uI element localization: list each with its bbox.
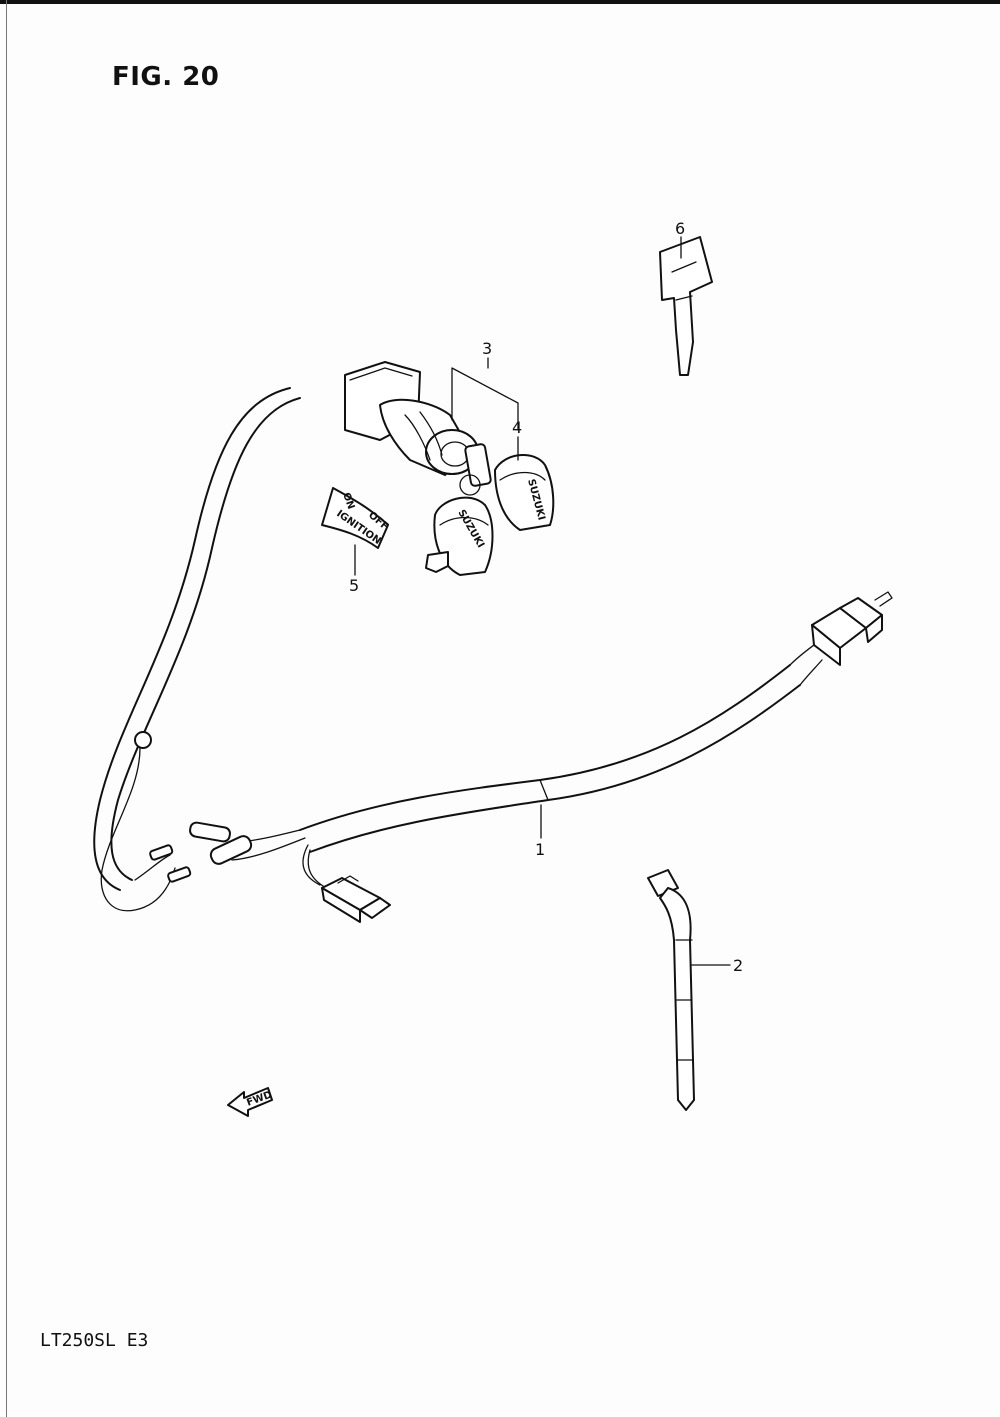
callout-number-1: 1: [535, 840, 545, 859]
callout-number-4: 4: [512, 418, 522, 437]
forward-arrow-icon: FWD: [227, 1087, 274, 1117]
callout-1: 1: [535, 804, 545, 859]
key-set: SUZUKI SUZUKI: [425, 453, 555, 576]
harness-coupler-left: [321, 875, 391, 923]
plate-on-text: ON: [340, 491, 356, 511]
bullet-connector-1: [189, 821, 231, 843]
callout-3: 3: [451, 339, 519, 431]
callout-5: 5: [349, 544, 359, 595]
blank-key: [659, 236, 713, 376]
callout-4: 4: [512, 418, 522, 461]
model-label: LT250SL E3: [40, 1330, 149, 1351]
ignition-plate: ON OFF IGNITION: [321, 487, 390, 549]
callout-2: 2: [691, 956, 743, 975]
figure-title: FIG. 20: [112, 62, 220, 92]
cable-tie: [647, 869, 695, 1111]
top-border: [0, 0, 1000, 4]
callout-number-2: 2: [733, 956, 743, 975]
callout-number-3: 3: [482, 339, 492, 358]
harness-coupler-right: [811, 591, 893, 666]
callout-number-6: 6: [675, 219, 685, 238]
ignition-switch-assy: [344, 361, 492, 487]
wiring-harness: [93, 387, 893, 923]
callout-number-5: 5: [349, 576, 359, 595]
left-border: [6, 0, 7, 1417]
bullet-connector-2: [209, 835, 253, 865]
callout-6: 6: [675, 219, 685, 259]
